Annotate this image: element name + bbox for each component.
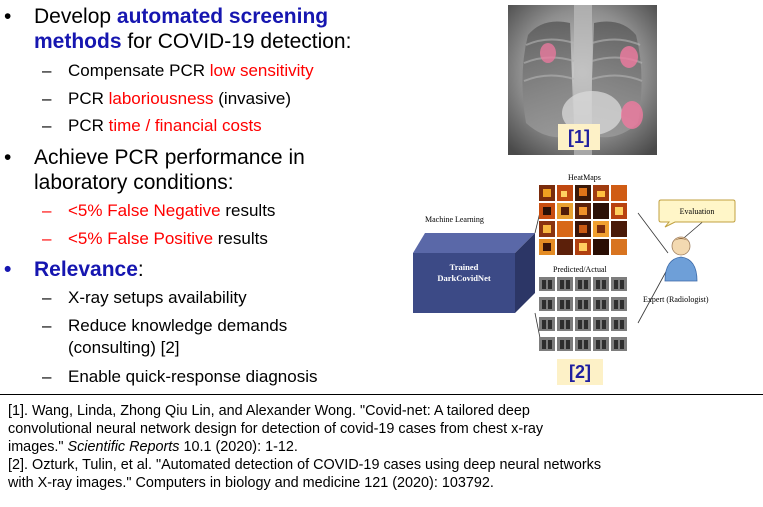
bullet-3-text: : bbox=[137, 258, 144, 281]
sub-bullet-2-2: <5% False Positive results bbox=[68, 229, 268, 249]
sub-red-text: laboriousness bbox=[108, 89, 214, 108]
sub-red-text: low sensitivity bbox=[209, 61, 314, 80]
sub-bullet-1-2: PCR laboriousness (invasive) bbox=[68, 89, 291, 109]
reference-1-line1: [1]. Wang, Linda, Zhong Qiu Lin, and Ale… bbox=[8, 403, 530, 419]
bullet-1-line1: Develop automated screening bbox=[34, 5, 328, 29]
sub-bullet-3-1: X-ray setups availability bbox=[68, 288, 247, 307]
sub-bullet-3-2a: Reduce knowledge demands bbox=[68, 316, 288, 335]
bullet-2-line1: Achieve PCR performance in bbox=[34, 146, 305, 169]
references: [1]. Wang, Linda, Zhong Qiu Lin, and Ale… bbox=[8, 402, 758, 492]
sub-red-text: time / financial costs bbox=[108, 116, 262, 135]
heatmaps-label: HeatMaps bbox=[568, 173, 601, 182]
ref-text: 10.1 (2020): 1-12. bbox=[179, 439, 298, 455]
sub-bullet-marker: – bbox=[42, 201, 52, 220]
sub-bullet-2-1: <5% False Negative results bbox=[68, 201, 275, 221]
chest-xray-image bbox=[508, 5, 657, 155]
evaluation-bubble bbox=[658, 199, 736, 228]
reference-2-line1: [2]. Ozturk, Tulin, et al. "Automated de… bbox=[8, 457, 602, 473]
machine-learning-label: Machine Learning bbox=[425, 215, 484, 224]
reference-2-line2: with X-ray images." Computers in biology… bbox=[8, 475, 494, 491]
references-divider bbox=[0, 394, 763, 395]
bullet-2-line2: laboratory conditions: bbox=[34, 171, 234, 194]
chest-xray-graphic bbox=[508, 5, 657, 155]
sub-text: Compensate PCR bbox=[68, 61, 210, 80]
figure-1-label: [1] bbox=[558, 124, 600, 150]
radiologist-icon bbox=[664, 236, 698, 282]
bullet-1-text-2: for COVID-19 detection: bbox=[121, 30, 352, 53]
bullet-marker: • bbox=[4, 5, 12, 28]
network-label-line1: Trained bbox=[449, 262, 479, 272]
bullet-1-highlight: automated screening bbox=[116, 5, 329, 28]
network-label-line2: DarkCovidNet bbox=[437, 273, 491, 283]
sub-bullet-marker: – bbox=[42, 288, 52, 307]
sub-red-text: <5% False Negative bbox=[68, 201, 221, 220]
sub-bullet-1-1: Compensate PCR low sensitivity bbox=[68, 61, 314, 81]
bullet-3-line1: Relevance: bbox=[34, 258, 144, 282]
sub-bullet-marker: – bbox=[42, 316, 52, 335]
expert-label: Expert (Radiologist) bbox=[643, 295, 709, 304]
figure-2-label: [2] bbox=[557, 359, 603, 385]
heatmaps-grid bbox=[539, 185, 627, 255]
sub-text: (invasive) bbox=[213, 89, 291, 108]
xray-thumbnail-grid bbox=[539, 277, 627, 351]
ref-text: images." bbox=[8, 439, 68, 455]
bullet-1-text: Develop bbox=[34, 5, 117, 28]
sub-bullet-3-3: Enable quick-response diagnosis bbox=[68, 367, 318, 386]
predicted-actual-label: Predicted/Actual bbox=[553, 265, 607, 274]
sub-text: results bbox=[213, 229, 268, 248]
sub-bullet-marker: – bbox=[42, 116, 52, 135]
bullet-1-line2: methods for COVID-19 detection: bbox=[34, 30, 351, 54]
bullet-marker: • bbox=[4, 146, 12, 169]
bullet-marker: • bbox=[4, 258, 12, 281]
darkcovidnet-diagram: Machine Learning Trained DarkCovidNet He… bbox=[413, 165, 753, 365]
sub-text: PCR bbox=[68, 89, 109, 108]
sub-bullet-marker: – bbox=[42, 367, 52, 386]
sub-text: results bbox=[220, 201, 276, 220]
bullet-1-highlight-2: methods bbox=[34, 30, 122, 53]
bullet-3-highlight: Relevance bbox=[34, 258, 138, 281]
reference-1-line3: images." Scientific Reports 10.1 (2020):… bbox=[8, 438, 758, 456]
sub-bullet-1-3: PCR time / financial costs bbox=[68, 116, 262, 136]
sub-bullet-marker: – bbox=[42, 89, 52, 108]
sub-bullet-marker: – bbox=[42, 61, 52, 80]
reference-1-line2: convolutional neural network design for … bbox=[8, 421, 544, 437]
sub-red-text: <5% False Positive bbox=[68, 229, 214, 248]
network-box-graphic bbox=[413, 233, 535, 313]
ref-journal: Scientific Reports bbox=[67, 439, 180, 455]
evaluation-label: Evaluation bbox=[679, 207, 715, 216]
sub-text: PCR bbox=[68, 116, 109, 135]
sub-bullet-marker: – bbox=[42, 229, 52, 248]
sub-bullet-3-2b: (consulting) [2] bbox=[68, 338, 180, 357]
network-label: Trained DarkCovidNet bbox=[413, 262, 515, 284]
